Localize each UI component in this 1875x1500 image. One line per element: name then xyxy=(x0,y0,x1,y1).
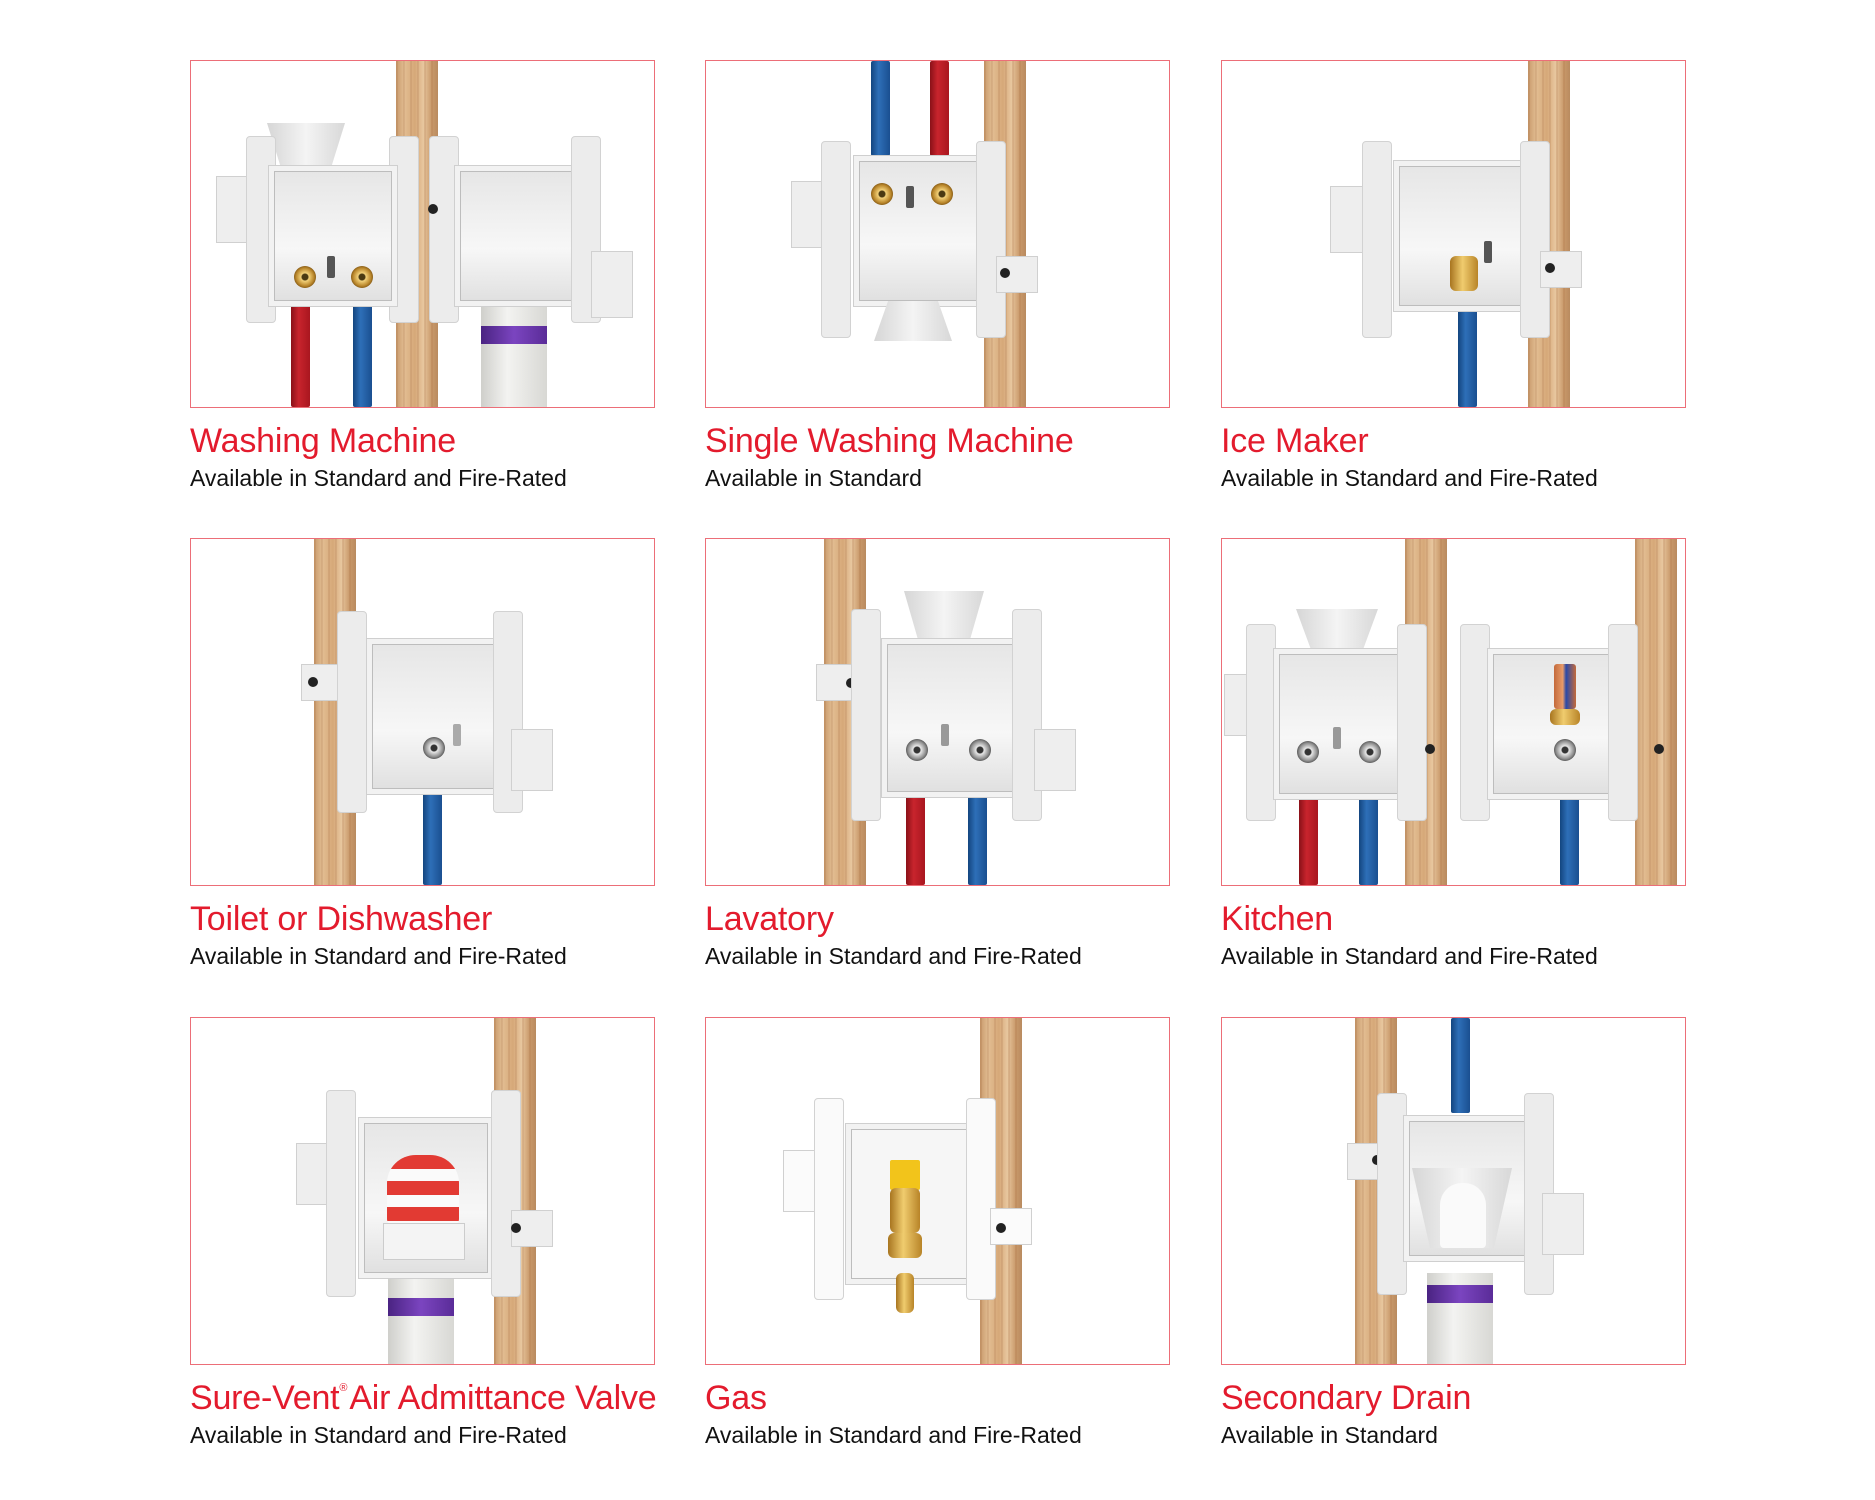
product-availability: Available in Standard and Fire-Rated xyxy=(1221,943,1598,969)
product-image-frame xyxy=(1221,1017,1686,1365)
registered-mark: ® xyxy=(339,1382,348,1394)
product-title: Lavatory xyxy=(705,900,834,938)
product-tile-sure-vent: Sure-Vent®Air Admittance Valve Available… xyxy=(190,1017,657,1448)
product-tile-gas: Gas Available in Standard and Fire-Rated xyxy=(705,1017,1170,1448)
product-availability: Available in Standard and Fire-Rated xyxy=(705,943,1082,969)
product-image-frame xyxy=(1221,538,1686,886)
product-tile-kitchen: Kitchen Available in Standard and Fire-R… xyxy=(1221,538,1686,969)
product-title: Washing Machine xyxy=(190,422,456,460)
product-image-frame xyxy=(705,538,1170,886)
product-title: Ice Maker xyxy=(1221,422,1369,460)
product-tile-single-washing-machine: Single Washing Machine Available in Stan… xyxy=(705,60,1170,491)
product-title: Kitchen xyxy=(1221,900,1334,938)
product-tile-lavatory: Lavatory Available in Standard and Fire-… xyxy=(705,538,1170,969)
product-availability: Available in Standard and Fire-Rated xyxy=(190,1422,567,1448)
product-image-frame xyxy=(190,60,655,408)
product-title: Single Washing Machine xyxy=(705,422,1074,460)
product-tile-secondary-drain: Secondary Drain Available in Standard xyxy=(1221,1017,1686,1448)
product-availability: Available in Standard xyxy=(705,465,922,491)
product-availability: Available in Standard and Fire-Rated xyxy=(190,943,567,969)
product-availability: Available in Standard xyxy=(1221,1422,1438,1448)
product-availability: Available in Standard and Fire-Rated xyxy=(1221,465,1598,491)
product-image-frame xyxy=(1221,60,1686,408)
product-availability: Available in Standard and Fire-Rated xyxy=(705,1422,1082,1448)
product-image-frame xyxy=(705,60,1170,408)
product-title: Toilet or Dishwasher xyxy=(190,900,493,938)
product-image-frame xyxy=(705,1017,1170,1365)
product-title: Gas xyxy=(705,1379,767,1417)
product-tile-washing-machine: Washing Machine Available in Standard an… xyxy=(190,60,655,491)
product-tile-toilet-dishwasher: Toilet or Dishwasher Available in Standa… xyxy=(190,538,655,969)
product-title-brand: Sure-Vent xyxy=(190,1379,340,1417)
product-image-frame xyxy=(190,538,655,886)
product-title: Secondary Drain xyxy=(1221,1379,1472,1417)
product-title-rest: Air Admittance Valve xyxy=(349,1379,657,1417)
product-tile-ice-maker: Ice Maker Available in Standard and Fire… xyxy=(1221,60,1686,491)
product-image-frame xyxy=(190,1017,655,1365)
product-availability: Available in Standard and Fire-Rated xyxy=(190,465,567,491)
product-title: Sure-Vent®Air Admittance Valve xyxy=(190,1379,657,1418)
